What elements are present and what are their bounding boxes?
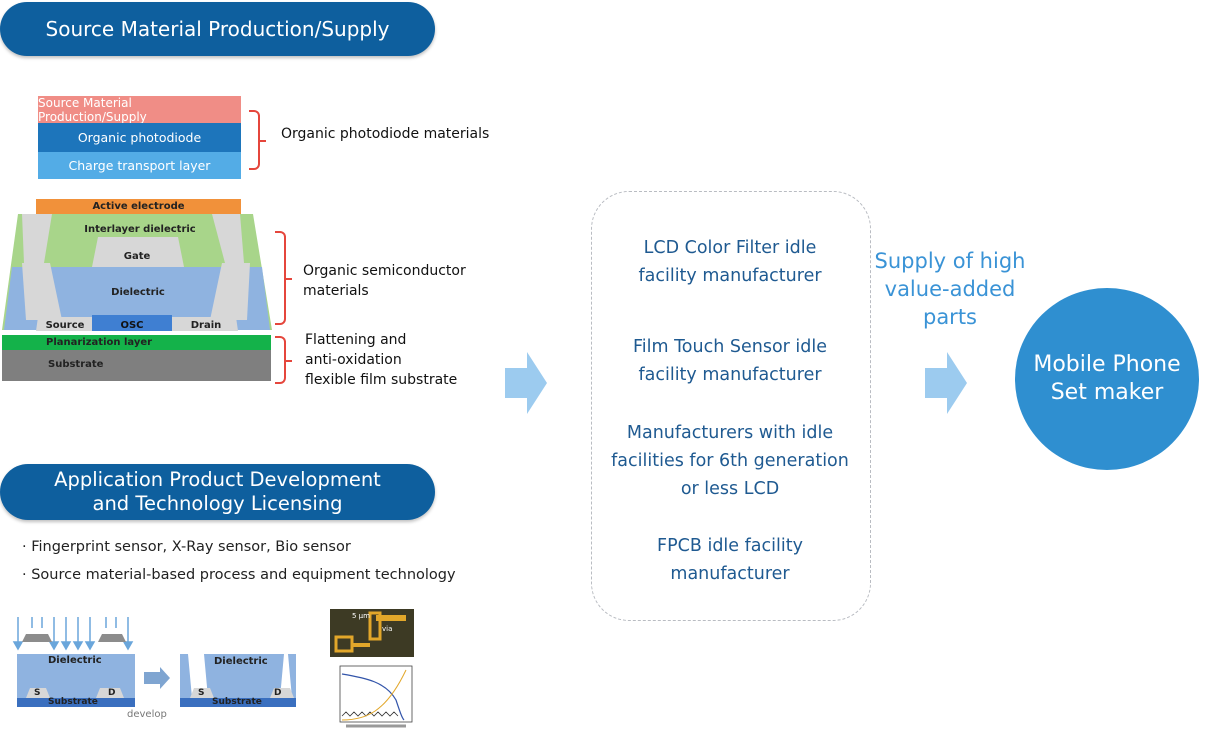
mobile-phone-set-maker-circle: Mobile Phone Set maker [1015,288,1199,470]
manufacturer-6th-gen-lcd-line1: Manufacturers with idle [626,423,834,443]
source-material-header-label: Source Material Production/Supply [45,17,390,41]
application-header-line2: and Technology Licensing [92,492,343,515]
process-develop-label: develop [127,709,167,720]
application-header: Application Product Development and Tech… [0,464,435,520]
process-d-right: D [274,688,281,698]
label-drain: Drain [174,318,238,332]
manufacturer-film-touch-sensor-line2: facility manufacturer [638,365,822,385]
manufacturer-fpcb-line1: FPCB idle facility [657,536,803,556]
label-substrate: Substrate [48,356,128,372]
label-active-electrode: Active electrode [36,199,241,214]
manufacturer-lcd-color-filter: LCD Color Filter idle facility manufactu… [600,234,860,290]
source-material-header: Source Material Production/Supply [0,2,435,56]
label-substrate-text: Substrate [48,358,104,370]
application-bullet-2-text: · Source material-based process and equi… [22,567,456,583]
process-substrate-right: Substrate [212,697,262,707]
label-planarization: Planarization layer [46,335,166,349]
micrograph-image: 5 μm via [330,609,414,657]
manufacturer-6th-gen-lcd-line2: facilities for 6th generation [611,451,849,471]
supply-text-line3: parts [922,305,977,329]
manufacturer-fpcb: FPCB idle facility manufacturer [600,532,860,588]
flow-arrow-right-1 [505,352,547,414]
manufacturer-film-touch-sensor-line1: Film Touch Sensor idle [632,337,828,357]
manufacturer-fpcb-line2: manufacturer [670,564,790,584]
target-line2: Set maker [1050,380,1164,405]
note-photodiode-materials: Organic photodiode materials [281,124,489,144]
bracket-semiconductor [275,231,292,325]
micrograph-scale: 5 μm [352,612,370,620]
transistor-stack-diagram [2,199,272,381]
process-substrate-left-text: Substrate [48,697,98,707]
supply-text-line2: value-added [884,277,1016,301]
label-gate-text: Gate [123,250,151,262]
application-bullet-2: · Source material-based process and equi… [22,567,456,583]
process-d-left-text: D [108,688,116,698]
process-illustration [12,617,296,707]
note-semiconductor-line1: Organic semiconductor [303,263,466,279]
manufacturer-lcd-color-filter-line2: facility manufacturer [638,266,822,286]
supply-text-line1: Supply of high [874,249,1026,273]
label-source: Source [38,318,92,332]
process-dielectric-left-text: Dielectric [48,655,102,666]
target-line1: Mobile Phone [1033,352,1181,377]
supply-value-added-parts-text: Supply of high value-added parts [868,247,1032,331]
note-semiconductor-line2: materials [303,283,369,299]
label-dielectric: Dielectric [90,284,186,300]
application-bullet-1-text: · Fingerprint sensor, X-Ray sensor, Bio … [22,539,351,555]
process-substrate-right-text: Substrate [212,697,262,707]
manufacturer-6th-gen-lcd: Manufacturers with idle facilities for 6… [600,419,860,503]
manufacturer-lcd-color-filter-line1: LCD Color Filter idle [643,238,817,258]
transfer-curve-thumbnail [339,665,413,728]
label-active-electrode-text: Active electrode [92,201,185,212]
bracket-film [275,336,292,384]
layer-charge-transport-label: Charge transport layer [68,158,211,173]
note-film-line3: flexible film substrate [305,372,458,388]
layer-source-material-label: Source Material Production/Supply [38,95,147,124]
micrograph-via: via [382,625,392,633]
label-source-text: Source [45,319,85,331]
label-osc: OSC [92,318,172,332]
process-s-right: S [198,688,204,698]
process-s-left: S [34,688,40,698]
note-semiconductor: Organic semiconductor materials [303,261,466,301]
note-film: Flattening and anti-oxidation flexible f… [305,330,457,390]
process-d-left: D [108,688,115,698]
micrograph-via-text: via [382,625,393,633]
process-dielectric-right-text: Dielectric [214,656,268,667]
label-gate: Gate [100,248,174,264]
layer-organic-photodiode-label: Organic photodiode [77,130,202,145]
idle-facility-manufacturers-panel [591,191,871,621]
label-drain-text: Drain [190,319,222,331]
application-header-line1: Application Product Development [54,468,381,491]
layer-organic-photodiode: Organic photodiode [38,123,241,152]
process-develop-text: develop [127,709,167,720]
manufacturer-6th-gen-lcd-line3: or less LCD [680,479,780,499]
micrograph-scale-text: 5 μm [352,612,370,620]
application-bullet-1: · Fingerprint sensor, X-Ray sensor, Bio … [22,539,351,555]
label-dielectric-text: Dielectric [111,286,165,298]
process-s-right-text: S [198,688,205,698]
note-film-line1: Flattening and [305,332,407,348]
process-dielectric-right: Dielectric [214,656,268,667]
process-substrate-left: Substrate [48,697,98,707]
label-osc-text: OSC [120,319,144,331]
note-film-line2: anti-oxidation [305,352,402,368]
label-interlayer-dielectric-text: Interlayer dielectric [84,223,196,235]
manufacturer-film-touch-sensor: Film Touch Sensor idle facility manufact… [600,333,860,389]
bracket-photodiode [249,110,266,170]
process-d-right-text: D [274,688,282,698]
layer-source-material: Source Material Production/Supply [38,95,241,124]
label-planarization-text: Planarization layer [46,336,153,348]
note-photodiode-materials-text: Organic photodiode materials [281,126,490,142]
label-interlayer-dielectric: Interlayer dielectric [80,221,200,237]
process-dielectric-left: Dielectric [48,655,102,666]
process-s-left-text: S [34,688,41,698]
flow-arrow-right-2 [925,352,967,414]
layer-charge-transport: Charge transport layer [38,152,241,179]
